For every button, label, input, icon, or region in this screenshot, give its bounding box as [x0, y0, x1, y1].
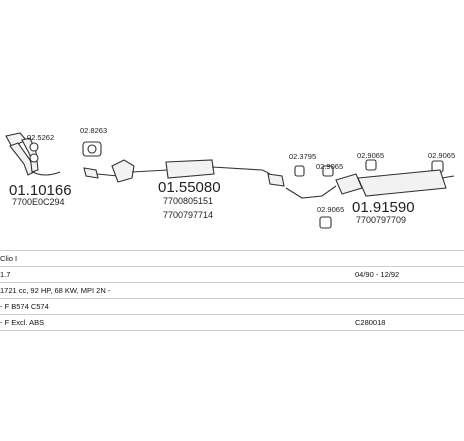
info-row: - F B574 C574	[0, 299, 464, 315]
part2-number: 01.55080	[158, 179, 221, 196]
engine-spec: 1721 cc, 92 HP, 68 KW, MPI 2N -	[0, 286, 111, 295]
info-row: 1721 cc, 92 HP, 68 KW, MPI 2N -	[0, 283, 464, 299]
accessory-7: 02.9065	[317, 205, 344, 214]
info-row: - F Excl. ABS C280018	[0, 315, 464, 331]
production-years: 04/90 - 12/92	[355, 270, 400, 279]
rear-silencer-part[interactable]	[285, 169, 455, 199]
gasket-icon	[82, 141, 102, 157]
engine-size: 1.7	[0, 270, 11, 279]
accessory-2: 02.8263	[80, 126, 107, 135]
front-pipe-part[interactable]	[5, 132, 61, 176]
clamp-icon	[29, 142, 39, 163]
connector-pipe-part	[83, 167, 119, 179]
catalog-code: C280018	[355, 318, 386, 327]
model-name: Clio I	[0, 254, 18, 263]
part2-oe1: 7700805151	[163, 196, 213, 206]
accessory-4: 02.9065	[316, 162, 343, 171]
accessory-5: 02.9065	[357, 151, 384, 160]
part3-number: 01.91590	[352, 199, 415, 216]
options-note: - F Excl. ABS	[0, 318, 45, 327]
vehicle-info-table: Clio I 1.7 04/90 - 12/92 1721 cc, 92 HP,…	[0, 250, 464, 331]
accessory-3: 02.3795	[289, 152, 316, 161]
info-row: 1.7 04/90 - 12/92	[0, 267, 464, 283]
part1-number: 01.10166	[9, 182, 72, 199]
part3-oe: 7700797709	[356, 215, 406, 225]
middle-silencer-part[interactable]	[111, 159, 285, 187]
part2-oe2: 7700797714	[163, 210, 213, 220]
exhaust-diagram: 01.10166 7700E0C294 01.55080 7700805151 …	[5, 126, 455, 229]
info-row: Clio I	[0, 250, 464, 267]
type-code: - F B574 C574	[0, 302, 49, 311]
accessory-6: 02.9065	[428, 151, 455, 160]
part1-oe: 7700E0C294	[12, 197, 65, 207]
accessory-1: 02.5262	[27, 133, 54, 142]
